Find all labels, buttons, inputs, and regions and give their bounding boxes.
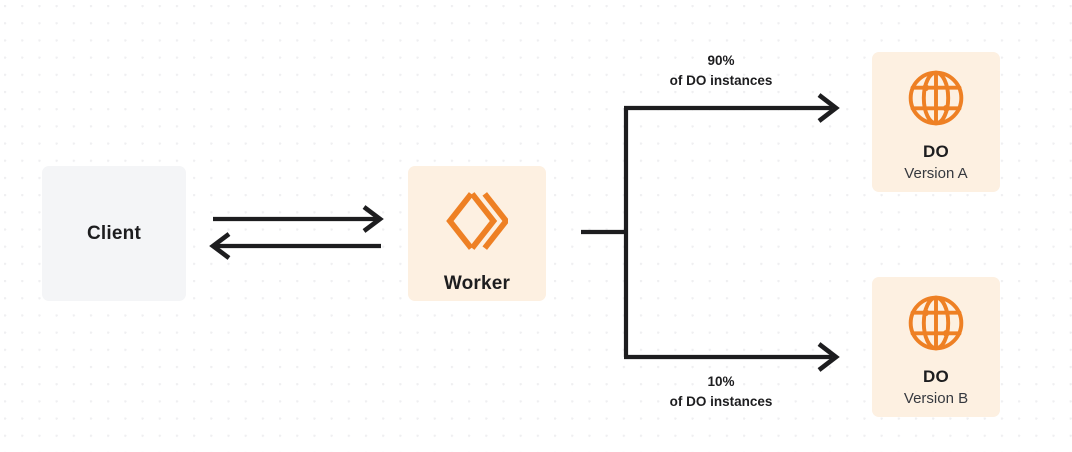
node-worker[interactable]: Worker [408,166,546,301]
edge-worker-to-client [209,232,381,260]
edge-label-do-b: 10% of DO instances [631,372,811,411]
node-client[interactable]: Client [42,166,186,301]
edge-label-do-a-caption: of DO instances [669,72,773,88]
edge-label-do-b-percent: 10% [707,374,735,389]
node-do-a-label: DO [923,142,949,161]
edge-label-do-a: 90% of DO instances [631,51,811,90]
node-client-label: Client [87,222,141,244]
node-do-version-b[interactable]: DO Version B [872,277,1000,417]
edge-worker-to-do-b [624,342,840,372]
edge-worker-to-do-a [624,93,840,123]
node-do-version-a[interactable]: DO Version A [872,52,1000,192]
node-do-b-label: DO [923,367,949,386]
node-do-a-version: Version A [904,165,968,182]
durable-object-globe-icon [906,293,966,353]
edge-label-do-a-percent: 90% [707,53,735,68]
edge-label-do-b-caption: of DO instances [669,393,773,409]
durable-object-globe-icon [906,68,966,128]
node-do-b-version: Version B [903,390,969,407]
cloudflare-workers-icon [446,190,508,252]
edge-client-to-worker [213,205,384,233]
node-worker-label: Worker [443,273,511,294]
